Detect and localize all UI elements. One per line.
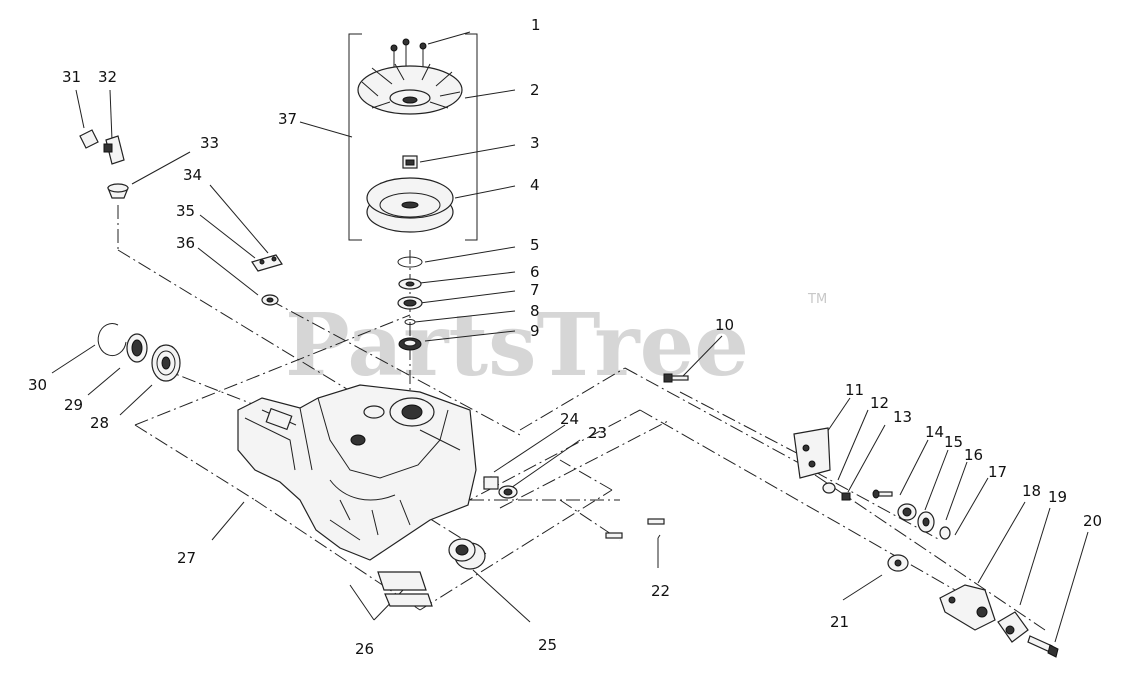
breather-fittings — [79, 129, 129, 199]
washer — [887, 554, 909, 572]
callout-6: 6 — [530, 263, 540, 281]
axle-bearing-set — [97, 323, 181, 382]
callout-labels: 1 2 3 4 5 6 7 8 9 10 11 12 13 14 15 16 1… — [28, 16, 1102, 658]
callout-14: 14 — [925, 423, 944, 441]
callout-9: 9 — [530, 322, 540, 340]
callout-33: 33 — [200, 134, 219, 152]
callout-37: 37 — [278, 110, 297, 128]
callout-29: 29 — [64, 396, 83, 414]
callout-30: 30 — [28, 376, 47, 394]
callout-15: 15 — [944, 433, 963, 451]
callout-27: 27 — [177, 549, 196, 567]
callout-31: 31 — [62, 68, 81, 86]
transaxle-housing — [237, 384, 477, 561]
callout-8: 8 — [530, 302, 540, 320]
callout-2: 2 — [530, 81, 540, 99]
callout-16: 16 — [964, 446, 983, 464]
drive-pulley — [366, 177, 454, 233]
callout-5: 5 — [530, 236, 540, 254]
brake-hardware — [822, 482, 951, 540]
callout-23: 23 — [588, 424, 607, 442]
callout-19: 19 — [1048, 488, 1067, 506]
brake-block — [997, 611, 1029, 643]
cooling-fan — [357, 63, 463, 115]
small-bracket-and-washer — [251, 254, 283, 306]
shaft-hardware — [397, 256, 423, 351]
brake-lever — [939, 584, 996, 631]
callout-25: 25 — [538, 636, 557, 654]
callout-34: 34 — [183, 166, 202, 184]
callout-18: 18 — [1022, 482, 1041, 500]
callout-13: 13 — [893, 408, 912, 426]
callout-17: 17 — [988, 463, 1007, 481]
brake-pads — [377, 571, 433, 607]
leader-lines — [51, 31, 1089, 643]
brake-bracket — [793, 427, 831, 479]
callout-32: 32 — [98, 68, 117, 86]
callout-10: 10 — [715, 316, 734, 334]
watermark-trademark: TM — [807, 292, 827, 307]
callout-28: 28 — [90, 414, 109, 432]
callout-3: 3 — [530, 134, 540, 152]
callout-12: 12 — [870, 394, 889, 412]
callout-7: 7 — [530, 281, 540, 299]
callout-21: 21 — [830, 613, 849, 631]
dowel-and-seal — [483, 476, 518, 499]
bushing — [448, 538, 486, 570]
callout-20: 20 — [1083, 512, 1102, 530]
callout-1: 1 — [531, 16, 541, 34]
brake-bolt — [1027, 635, 1059, 658]
pulley-nut — [402, 155, 418, 169]
callout-22: 22 — [651, 582, 670, 600]
callout-24: 24 — [560, 410, 579, 428]
pulley-assembly-bracket — [348, 33, 478, 241]
callout-26: 26 — [355, 640, 374, 658]
callout-4: 4 — [530, 176, 540, 194]
pins — [605, 518, 665, 539]
callout-36: 36 — [176, 234, 195, 252]
callout-11: 11 — [845, 381, 864, 399]
bolt — [663, 373, 689, 383]
callout-35: 35 — [176, 202, 195, 220]
